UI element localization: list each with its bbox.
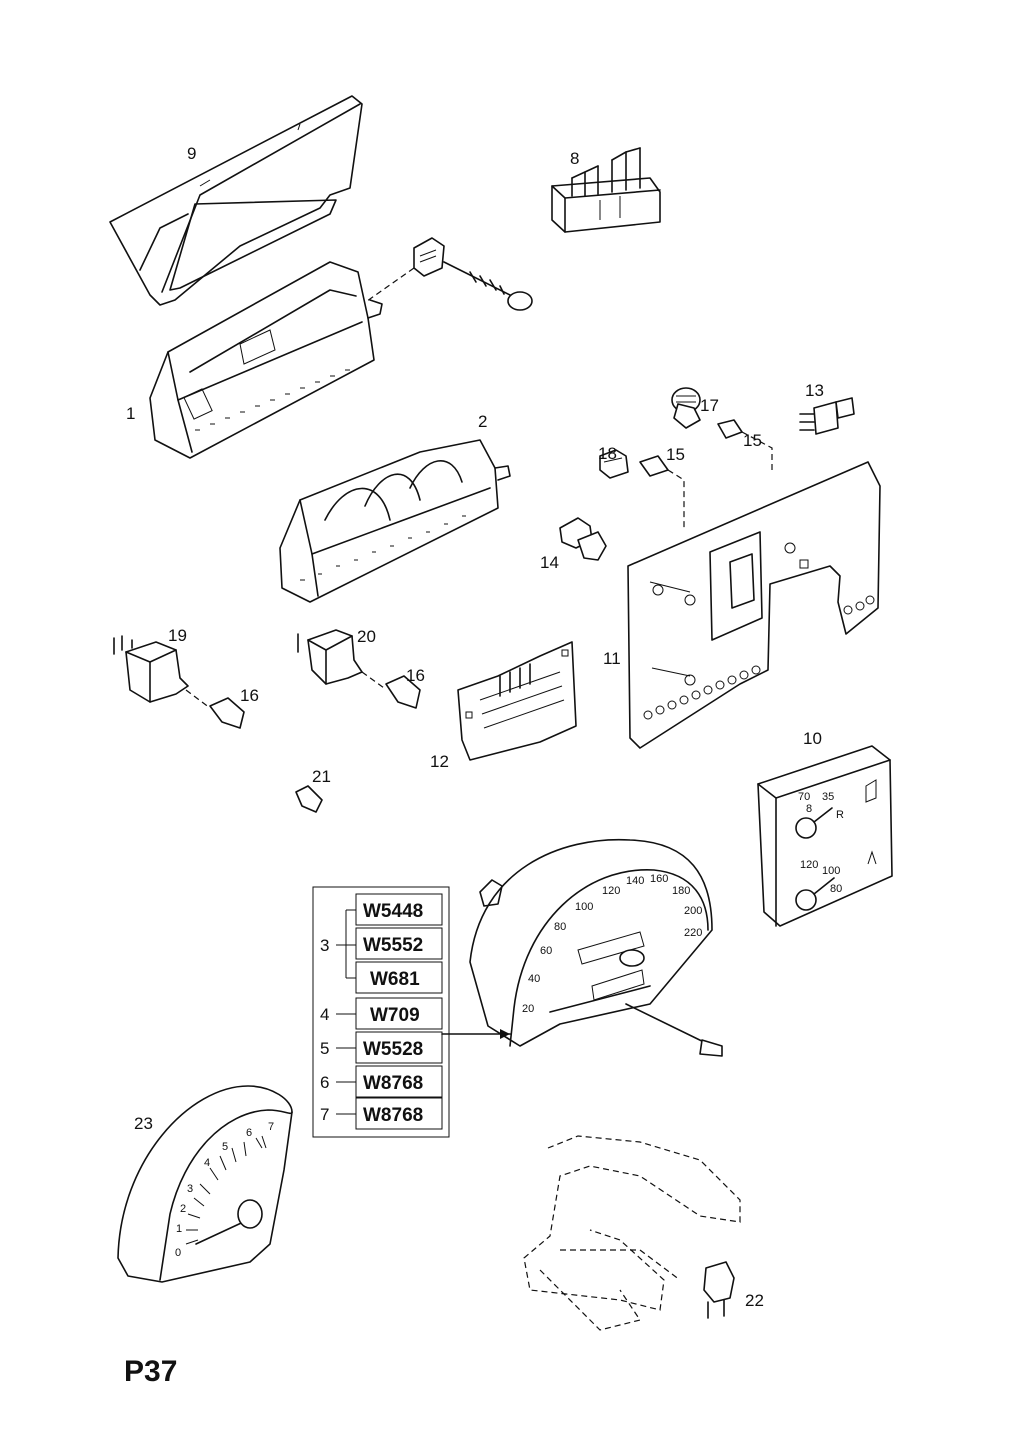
part-11-circuit-board — [627, 461, 881, 749]
callout-3: 3 — [320, 936, 329, 955]
rpm-scale-2: 2 — [180, 1203, 186, 1215]
part-10-auxiliary-gauges: 70 8 35 R 120 100 80 — [757, 745, 893, 927]
part-12-flexible-circuit — [457, 641, 577, 761]
part-17-bulb-holder — [671, 387, 701, 429]
callout-9: 9 — [187, 144, 196, 163]
code-item6: W8768 — [363, 1073, 423, 1094]
callout-22: 22 — [745, 1291, 764, 1310]
code-item3-w5552: W5552 — [363, 935, 423, 956]
speed-scale-40: 40 — [528, 973, 540, 985]
speed-scale-20: 20 — [522, 1003, 534, 1015]
rpm-scale-5: 5 — [222, 1141, 228, 1153]
callout-16b: 16 — [406, 666, 425, 685]
rpm-scale-1: 1 — [176, 1223, 182, 1235]
code-item3-w5448: W5448 — [363, 901, 423, 922]
callout-15b: 15 — [666, 445, 685, 464]
callout-20: 20 — [357, 627, 376, 646]
fuel-scale-8: 8 — [806, 803, 812, 815]
callout-10: 10 — [803, 729, 822, 748]
code-item3-w681: W681 — [370, 969, 420, 990]
callout-21: 21 — [312, 767, 331, 786]
part-15-bulb-lower — [639, 455, 685, 530]
speed-scale-60: 60 — [540, 945, 552, 957]
rpm-scale-0: 0 — [175, 1247, 181, 1259]
code-item4: W709 — [370, 1005, 420, 1026]
speed-scale-120: 120 — [602, 885, 620, 897]
rpm-scale-4: 4 — [204, 1157, 210, 1169]
part-19-holder — [113, 635, 211, 709]
part-18-bulb-holder — [599, 449, 629, 479]
callout-15a: 15 — [743, 431, 762, 450]
callout-13: 13 — [805, 381, 824, 400]
callout-17: 17 — [700, 396, 719, 415]
speed-scale-200: 200 — [684, 905, 702, 917]
code-item7: W8768 — [363, 1105, 423, 1126]
callout-4: 4 — [320, 1005, 329, 1024]
part-16-bulb-right — [385, 675, 421, 709]
part-14-bulb — [559, 517, 607, 561]
callout-5: 5 — [320, 1039, 329, 1058]
callout-18: 18 — [598, 444, 617, 463]
callout-23: 23 — [134, 1114, 153, 1133]
callout-6: 6 — [320, 1073, 329, 1092]
part-22-sender — [523, 1135, 741, 1331]
rpm-scale-3: 3 — [187, 1183, 193, 1195]
part-code-table: W5448 W5552 W681 W709 W5528 W8768 W8768 — [312, 886, 511, 1138]
callout-11: 11 — [603, 649, 621, 668]
speedometer: 20 40 60 80 100 120 140 160 180 200 220 — [469, 838, 723, 1057]
callout-2: 2 — [478, 412, 487, 431]
speed-scale-140: 140 — [626, 875, 644, 887]
code-item5: W5528 — [363, 1039, 423, 1060]
callout-12: 12 — [430, 752, 449, 771]
part-16-bulb-left — [209, 697, 245, 729]
callout-19: 19 — [168, 626, 187, 645]
part-8-connector-block — [551, 147, 661, 233]
part-20-holder — [297, 629, 385, 689]
speed-scale-180: 180 — [672, 885, 690, 897]
fuel-scale-r: R — [836, 809, 844, 821]
temp-scale-100: 100 — [822, 865, 840, 877]
callout-14: 14 — [540, 553, 559, 572]
callout-7: 7 — [320, 1105, 329, 1124]
speed-scale-100: 100 — [575, 901, 593, 913]
fuel-scale-35: 35 — [822, 791, 834, 803]
part-1-rear-housing — [149, 261, 383, 459]
callout-8: 8 — [570, 149, 579, 168]
rpm-scale-6: 6 — [246, 1127, 252, 1139]
temp-scale-80: 80 — [830, 883, 842, 895]
callout-1: 1 — [126, 404, 135, 423]
part-13-regulator — [799, 397, 855, 435]
part-9-instrument-hood — [109, 95, 363, 306]
page-id: P37 — [124, 1355, 177, 1388]
clip-and-screw — [359, 237, 533, 311]
part-23-tachometer: 0 1 2 3 4 5 6 7 — [117, 1085, 293, 1283]
speed-scale-80: 80 — [554, 921, 566, 933]
temp-scale-120: 120 — [800, 859, 818, 871]
part-15-bulb-upper — [717, 419, 773, 470]
callout-16a: 16 — [240, 686, 259, 705]
part-2-front-housing — [279, 439, 511, 603]
rpm-scale-7: 7 — [268, 1121, 274, 1133]
speed-scale-160: 160 — [650, 873, 668, 885]
fuel-scale-70: 70 — [798, 791, 810, 803]
speed-scale-220: 220 — [684, 927, 702, 939]
part-21-bulb — [295, 785, 323, 813]
